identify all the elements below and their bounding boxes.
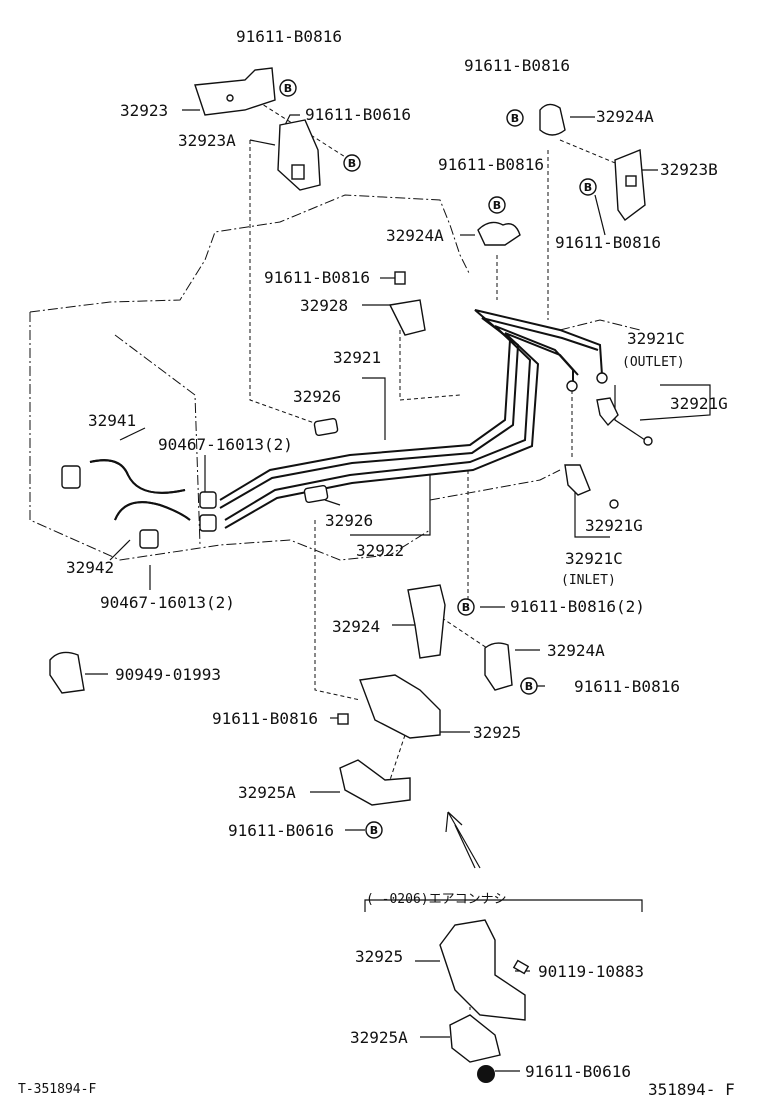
label-32921c-outlet: 32921C: [627, 329, 685, 348]
label-32925a-inset: 32925A: [350, 1028, 408, 1047]
b-badge-letter: B: [284, 82, 292, 95]
label-32924a-low: 32924A: [547, 641, 605, 660]
label-32925a: 32925A: [238, 783, 296, 802]
hose-clamp-icon: [199, 514, 217, 532]
bracket-32928: [388, 299, 426, 336]
b-badge-letter: B: [462, 601, 470, 614]
clamp-32924a-low: [484, 642, 513, 691]
b-badge-letter: B: [348, 157, 356, 170]
direction-arrow-icon: [445, 811, 481, 869]
label-91611-b0816-bolt: 91611-B0816: [264, 268, 370, 287]
label-32925-inset: 32925: [355, 947, 403, 966]
label-32928: 32928: [300, 296, 348, 315]
b-badge-icon: B: [579, 178, 597, 196]
label-90467-a: 90467-16013(2): [158, 435, 293, 454]
bracket-32925: [337, 674, 441, 739]
label-32924a-top: 32924A: [596, 107, 654, 126]
sleeve-32926-b: [303, 484, 329, 504]
bracket-32923b: [614, 149, 646, 221]
footer-left-code: T-351894-F: [18, 1082, 96, 1097]
fitting-32921c-inlet: [564, 380, 619, 509]
b-badge-letter: B: [370, 824, 378, 837]
b-badge-icon: B: [488, 196, 506, 214]
b-badge-icon: B: [365, 821, 383, 839]
transmission-outline: [29, 194, 641, 561]
b-badge-icon: B: [457, 598, 475, 616]
label-32921: 32921: [333, 348, 381, 367]
label-32922: 32922: [356, 541, 404, 560]
label-32925: 32925: [473, 723, 521, 742]
label-outlet: (OUTLET): [622, 355, 685, 370]
hose-clamp-icon: [139, 529, 159, 549]
solid-dot-icon: [477, 1065, 495, 1083]
label-91611-b0816-mid: 91611-B0816: [438, 155, 544, 174]
badge-icons: B B B B B B B B: [279, 79, 597, 1083]
sleeve-32926-a: [313, 417, 339, 437]
label-32926-a: 32926: [293, 387, 341, 406]
label-91611-b0816-2: 91611-B0816(2): [510, 597, 645, 616]
fitting-32921c-outlet: [596, 372, 653, 446]
label-91611-b0616-a: 91611-B0616: [305, 105, 411, 124]
clamp-32924a-mid: [477, 221, 521, 246]
label-90467-b: 90467-16013(2): [100, 593, 235, 612]
label-90949: 90949-01993: [115, 665, 221, 684]
label-32924a-mid: 32924A: [386, 226, 444, 245]
label-90119: 90119-10883: [538, 962, 644, 981]
hoses: [61, 459, 217, 549]
label-inset-range: ( -0206)エアコンナシ: [366, 892, 507, 907]
clip-90949: [49, 651, 85, 694]
bracket-32925a-inset: [449, 1014, 501, 1063]
label-91611-b0816-screw: 91611-B0816: [212, 709, 318, 728]
label-32921g-b: 32921G: [585, 516, 643, 535]
leader-lines: [85, 109, 711, 1072]
bolt-91611-b0816: [394, 271, 406, 285]
label-32941: 32941: [88, 411, 136, 430]
hose-clamp-icon: [61, 465, 81, 489]
b-badge-letter: B: [584, 181, 592, 194]
footer-right-code: 351894- F: [648, 1080, 735, 1099]
b-badge-icon: B: [279, 79, 297, 97]
label-32926-b: 32926: [325, 511, 373, 530]
label-32921c-inlet: 32921C: [565, 549, 623, 568]
label-91611-b0816-low: 91611-B0816: [574, 677, 680, 696]
hose-clamp-icon: [199, 491, 217, 509]
bracket-32925-inset: [439, 919, 530, 1021]
b-badge-icon: B: [506, 109, 524, 127]
cooler-pipes: [219, 309, 603, 529]
label-32942: 32942: [66, 558, 114, 577]
b-badge-icon: B: [343, 154, 361, 172]
label-32923b: 32923B: [660, 160, 718, 179]
bracket-32924: [407, 584, 446, 659]
label-91611-b0816-right: 91611-B0816: [555, 233, 661, 252]
b-badge-icon: B: [520, 677, 538, 695]
b-badge-letter: B: [525, 680, 533, 693]
b-badge-letter: B: [493, 199, 501, 212]
label-91611-b0616-b: 91611-B0616: [228, 821, 334, 840]
label-91611-b0816-top2: 91611-B0816: [464, 56, 570, 75]
label-32923a: 32923A: [178, 131, 236, 150]
clamp-32924a-top: [539, 103, 566, 136]
bracket-32923: [194, 67, 276, 116]
label-32923: 32923: [120, 101, 168, 120]
bracket-32925a: [339, 759, 411, 806]
b-badge-letter: B: [511, 112, 519, 125]
label-32924: 32924: [332, 617, 380, 636]
label-91611-b0816-top: 91611-B0816: [236, 27, 342, 46]
part-labels: 91611-B0816 91611-B0816 32923 91611-B061…: [18, 27, 735, 1099]
label-32921g-a: 32921G: [670, 394, 728, 413]
bracket-32923a: [277, 119, 321, 191]
label-inlet: (INLET): [561, 573, 616, 588]
label-91611-b0616-inset: 91611-B0616: [525, 1062, 631, 1081]
